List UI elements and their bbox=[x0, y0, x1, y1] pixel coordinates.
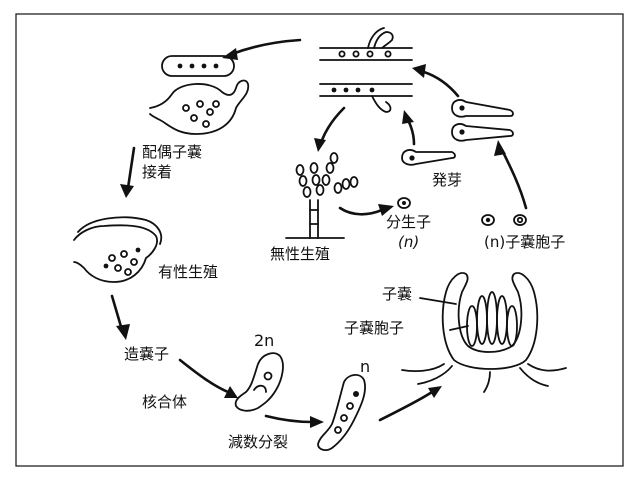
label-ploidy-2n: 2n bbox=[254, 332, 274, 350]
label-ascospore-top: (n)子嚢胞子 bbox=[484, 234, 565, 251]
mating-structure bbox=[74, 217, 161, 282]
label-gametangia: 配偶子嚢 bbox=[142, 144, 202, 161]
label-zygote-maker: 造嚢子 bbox=[124, 346, 169, 363]
hyphae-top bbox=[320, 28, 412, 112]
cycle-arrows bbox=[112, 40, 526, 428]
label-conidia: 分生子 bbox=[386, 214, 431, 231]
gametangium-bulb bbox=[150, 81, 248, 134]
meiosis-cell bbox=[318, 375, 365, 450]
label-meiosis: 減数分裂 bbox=[228, 434, 288, 451]
label-germination: 発芽 bbox=[432, 172, 462, 189]
label-plasmogamy: 有性生殖 bbox=[158, 264, 218, 281]
label-ascus: 子嚢 bbox=[382, 286, 412, 303]
ascus-pointer bbox=[420, 298, 456, 304]
conidium-spore bbox=[398, 198, 410, 208]
label-ascospore: 子嚢胞子 bbox=[344, 320, 404, 337]
label-ploidy-n: n bbox=[360, 358, 370, 376]
conidiophore bbox=[286, 153, 358, 238]
label-karyogamy: 核合体 bbox=[142, 394, 187, 411]
ascocarp bbox=[402, 273, 566, 392]
ascospore-pair bbox=[482, 215, 526, 225]
label-asexual: 無性生殖 bbox=[270, 246, 330, 263]
zygote-cell bbox=[236, 353, 283, 411]
germ-tube-lower bbox=[452, 124, 513, 141]
label-contact: 接着 bbox=[142, 164, 172, 181]
germinating-conidium bbox=[402, 150, 455, 165]
label-conidia-ploidy: (n) bbox=[398, 234, 419, 251]
germ-tube-upper bbox=[452, 100, 513, 117]
gametangium-cell bbox=[162, 56, 234, 76]
